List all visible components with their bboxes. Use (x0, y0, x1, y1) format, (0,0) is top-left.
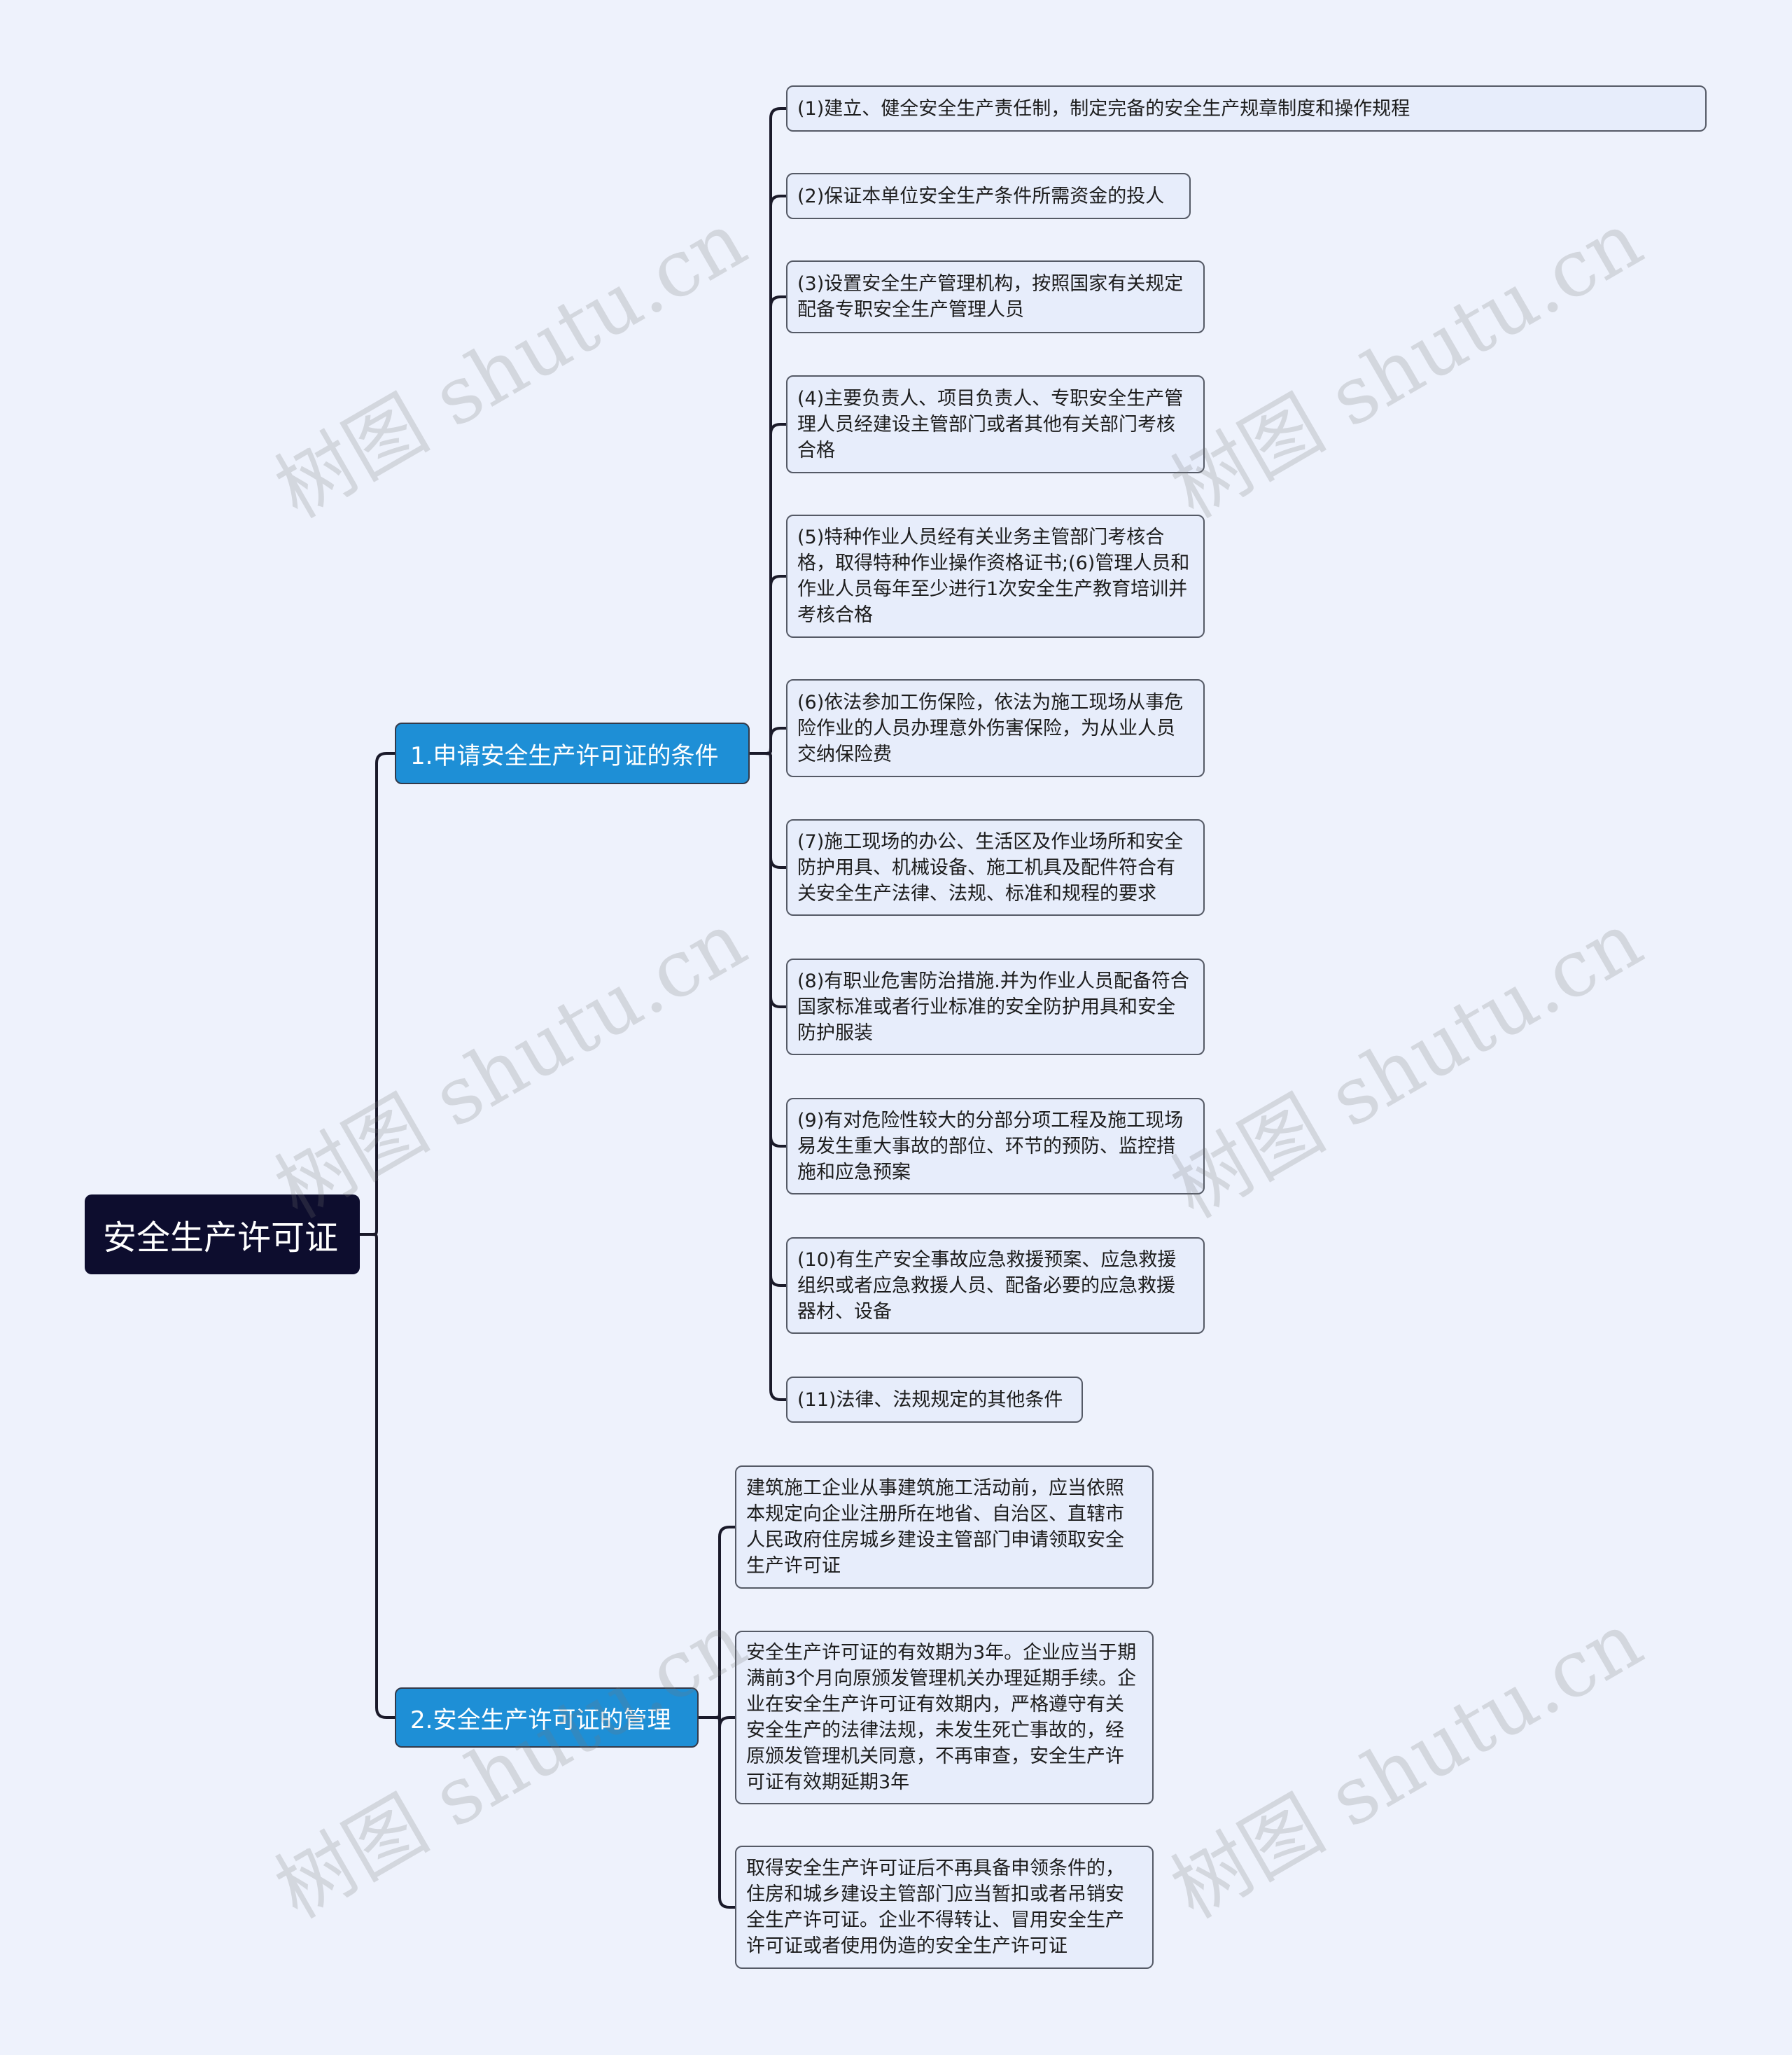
leaf-text: (4)主要负责人、项目负责人、专职安全生产管理人员经建设主管部门或者其他有关部门… (797, 387, 1184, 461)
leaf-text: (11)法律、法规规定的其他条件 (797, 1388, 1063, 1411)
leaf-text: (8)有职业危害防治措施.并为作业人员配备符合国家标准或者行业标准的安全防护用具… (797, 970, 1189, 1044)
branch-to-leaf-connector (748, 727, 788, 755)
branch-to-leaf-connector (697, 1716, 736, 1909)
leaf-text: 安全生产许可证的有效期为3年。企业应当于期满前3个月向原颁发管理机关办理延期手续… (746, 1642, 1137, 1793)
branch-node-management[interactable]: 2.安全生产许可证的管理 (395, 1687, 699, 1748)
root-label: 安全生产许可证 (103, 1218, 339, 1258)
branch-to-leaf-connector (748, 752, 788, 1401)
branch-to-leaf-connector (748, 752, 788, 869)
leaf-node[interactable]: (8)有职业危害防治措施.并为作业人员配备符合国家标准或者行业标准的安全防护用具… (786, 959, 1205, 1055)
root-to-branch-connector (358, 1233, 396, 1719)
leaf-text: (9)有对危险性较大的分部分项工程及施工现场易发生重大事故的部位、环节的预防、监… (797, 1109, 1184, 1183)
branch-to-leaf-connector (748, 195, 788, 755)
leaf-text: (5)特种作业人员经有关业务主管部门考核合格，取得特种作业操作资格证书;(6)管… (797, 527, 1190, 626)
leaf-node[interactable]: 取得安全生产许可证后不再具备申领条件的，住房和城乡建设主管部门应当暂扣或者吊销安… (735, 1846, 1154, 1969)
root-to-branch-connector (358, 752, 396, 1236)
leaf-text: (10)有生产安全事故应急救援预案、应急救援组织或者应急救援人员、配备必要的应急… (797, 1248, 1177, 1323)
leaf-text: (3)设置安全生产管理机构，按照国家有关规定配备专职安全生产管理人员 (797, 273, 1184, 321)
branch-to-leaf-connector (748, 423, 788, 755)
branch-label: 1.申请安全生产许可证的条件 (410, 741, 719, 770)
leaf-node[interactable]: (10)有生产安全事故应急救援预案、应急救援组织或者应急救援人员、配备必要的应急… (786, 1237, 1205, 1334)
branch-node-conditions[interactable]: 1.申请安全生产许可证的条件 (395, 723, 750, 784)
branch-to-leaf-connector (697, 1526, 736, 1719)
leaf-text: (6)依法参加工伤保险，依法为施工现场从事危险作业的人员办理意外伤害保险，为从业… (797, 691, 1184, 765)
leaf-node[interactable]: (7)施工现场的办公、生活区及作业场所和安全防护用具、机械设备、施工机具及配件符… (786, 819, 1205, 916)
leaf-node[interactable]: (1)建立、健全安全生产责任制，制定完备的安全生产规章制度和操作规程 (786, 85, 1707, 132)
leaf-node[interactable]: 安全生产许可证的有效期为3年。企业应当于期满前3个月向原颁发管理机关办理延期手续… (735, 1631, 1154, 1804)
branch-to-leaf-connector (697, 1711, 736, 1728)
root-node[interactable]: 安全生产许可证 (85, 1194, 360, 1274)
branch-to-leaf-connector (748, 295, 788, 755)
branch-to-leaf-connector (748, 752, 788, 1148)
leaf-text: (2)保证本单位安全生产条件所需资金的投人 (797, 185, 1165, 207)
leaf-text: 取得安全生产许可证后不再具备申领条件的，住房和城乡建设主管部门应当暂扣或者吊销安… (746, 1858, 1124, 1957)
leaf-node[interactable]: 建筑施工企业从事建筑施工活动前，应当依照本规定向企业注册所在地省、自治区、直辖市… (735, 1465, 1154, 1589)
branch-to-leaf-connector (748, 752, 788, 1287)
leaf-node[interactable]: (6)依法参加工伤保险，依法为施工现场从事危险作业的人员办理意外伤害保险，为从业… (786, 679, 1205, 777)
branch-to-leaf-connector (748, 107, 788, 755)
leaf-node[interactable]: (3)设置安全生产管理机构，按照国家有关规定配备专职安全生产管理人员 (786, 260, 1205, 333)
leaf-text: (1)建立、健全安全生产责任制，制定完备的安全生产规章制度和操作规程 (797, 97, 1410, 120)
leaf-node[interactable]: (5)特种作业人员经有关业务主管部门考核合格，取得特种作业操作资格证书;(6)管… (786, 515, 1205, 638)
leaf-node[interactable]: (11)法律、法规规定的其他条件 (786, 1377, 1083, 1423)
branch-label: 2.安全生产许可证的管理 (410, 1706, 671, 1734)
leaf-text: 建筑施工企业从事建筑施工活动前，应当依照本规定向企业注册所在地省、自治区、直辖市… (746, 1477, 1124, 1577)
leaf-node[interactable]: (9)有对危险性较大的分部分项工程及施工现场易发生重大事故的部位、环节的预防、监… (786, 1098, 1205, 1194)
leaf-text: (7)施工现场的办公、生活区及作业场所和安全防护用具、机械设备、施工机具及配件符… (797, 830, 1184, 905)
leaf-node[interactable]: (2)保证本单位安全生产条件所需资金的投人 (786, 173, 1191, 219)
branch-to-leaf-connector (748, 752, 788, 1008)
leaf-node[interactable]: (4)主要负责人、项目负责人、专职安全生产管理人员经建设主管部门或者其他有关部门… (786, 375, 1205, 473)
